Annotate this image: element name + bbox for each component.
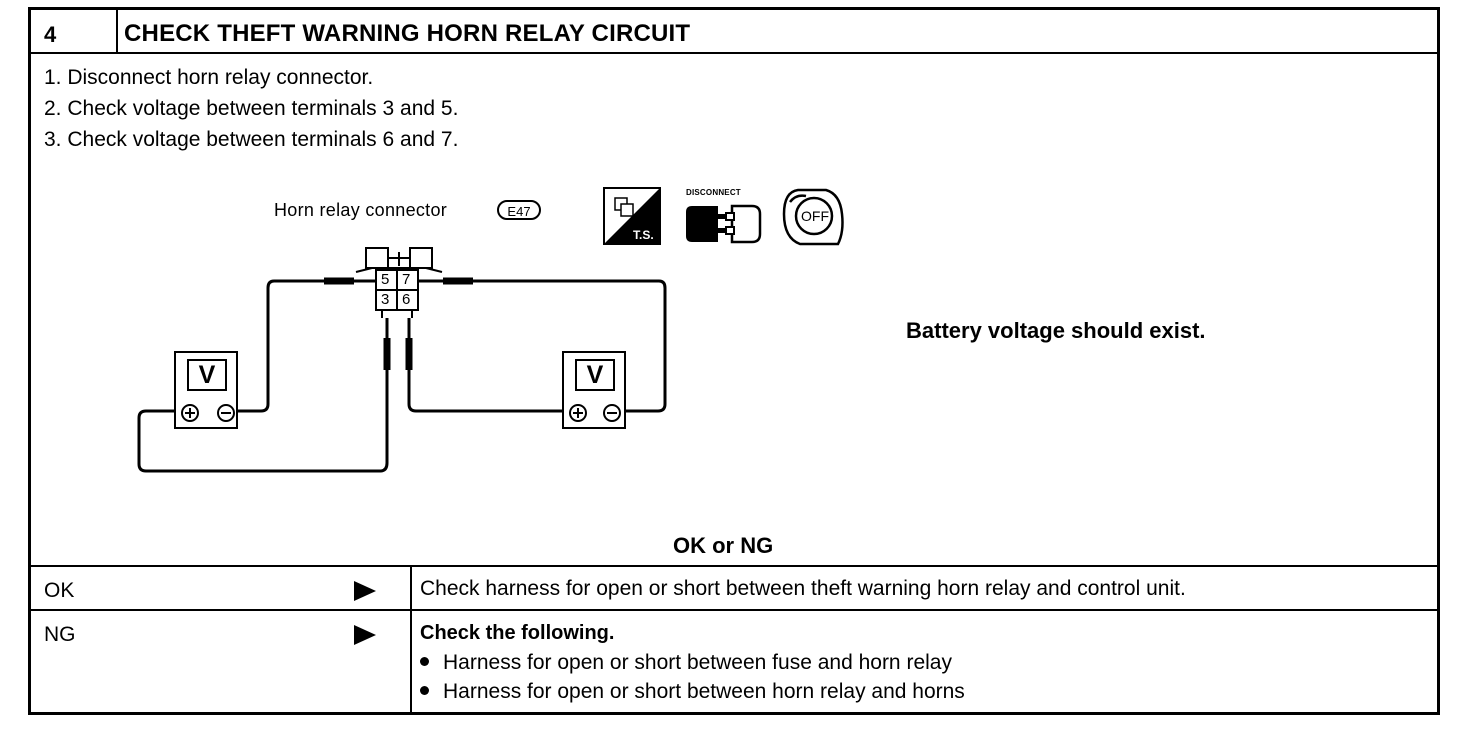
bullet-icon [420, 685, 429, 695]
ng-label: NG [44, 623, 76, 646]
voltmeter-right [562, 351, 626, 429]
off-label: OFF [801, 208, 829, 224]
instruction-1: 1. Disconnect horn relay connector. [44, 66, 374, 89]
test-probes [383, 338, 413, 370]
decision-label: OK or NG [673, 533, 774, 558]
ng-heading: Check the following. [420, 622, 615, 644]
terminal-3: 3 [381, 291, 390, 308]
connector-latch-left [365, 247, 389, 269]
ok-label: OK [44, 579, 75, 602]
ng-arrow-icon [354, 625, 376, 645]
ok-row-top-divider [28, 565, 1440, 567]
voltmeter-left-symbol: V [198, 361, 216, 389]
wire-terminal-3-probe [137, 318, 389, 473]
result-column-divider [410, 565, 412, 715]
procedure-frame [28, 7, 1440, 715]
instruction-3: 3. Check voltage between terminals 6 and… [44, 128, 459, 151]
ok-action: Check harness for open or short between … [420, 577, 1186, 600]
ignition-off-icon [782, 188, 844, 246]
terminal-7: 7 [402, 271, 411, 288]
bullet-icon [420, 656, 429, 666]
voltmeter-right-symbol: V [586, 361, 604, 389]
wire-terminal-5-to-left-meter [228, 279, 376, 413]
terminal-6: 6 [402, 291, 411, 308]
step-number: 4 [44, 22, 57, 47]
voltmeter-left [174, 351, 238, 429]
instruction-2: 2. Check voltage between terminals 3 and… [44, 97, 459, 120]
ng-row-top-divider [28, 609, 1440, 611]
terminal-5: 5 [381, 271, 390, 288]
connector-latch-right [409, 247, 433, 269]
expected-result: Battery voltage should exist. [906, 318, 1206, 343]
step-title: CHECK THEFT WARNING HORN RELAY CIRCUIT [124, 20, 691, 47]
horn-relay-connector [355, 247, 443, 318]
ng-bullet-1: Harness for open or short between fuse a… [420, 651, 952, 675]
connector-label: Horn relay connector [274, 200, 448, 220]
ng-bullet-2-text: Harness for open or short between horn r… [443, 680, 965, 703]
header-divider [28, 52, 1440, 54]
connector-code-badge: E47 [497, 200, 541, 220]
wire-terminal-6-probe [407, 318, 576, 413]
ng-bullet-2: Harness for open or short between horn r… [420, 680, 965, 704]
ts-label: T.S. [633, 228, 654, 242]
ts-icon [603, 187, 661, 245]
disconnect-icon [686, 204, 762, 244]
ok-arrow-icon [354, 581, 376, 601]
wire-terminal-7-to-right-meter [418, 279, 667, 413]
ng-bullet-1-text: Harness for open or short between fuse a… [443, 651, 952, 674]
header-number-divider [116, 7, 118, 53]
disconnect-label: DISCONNECT [686, 188, 741, 197]
